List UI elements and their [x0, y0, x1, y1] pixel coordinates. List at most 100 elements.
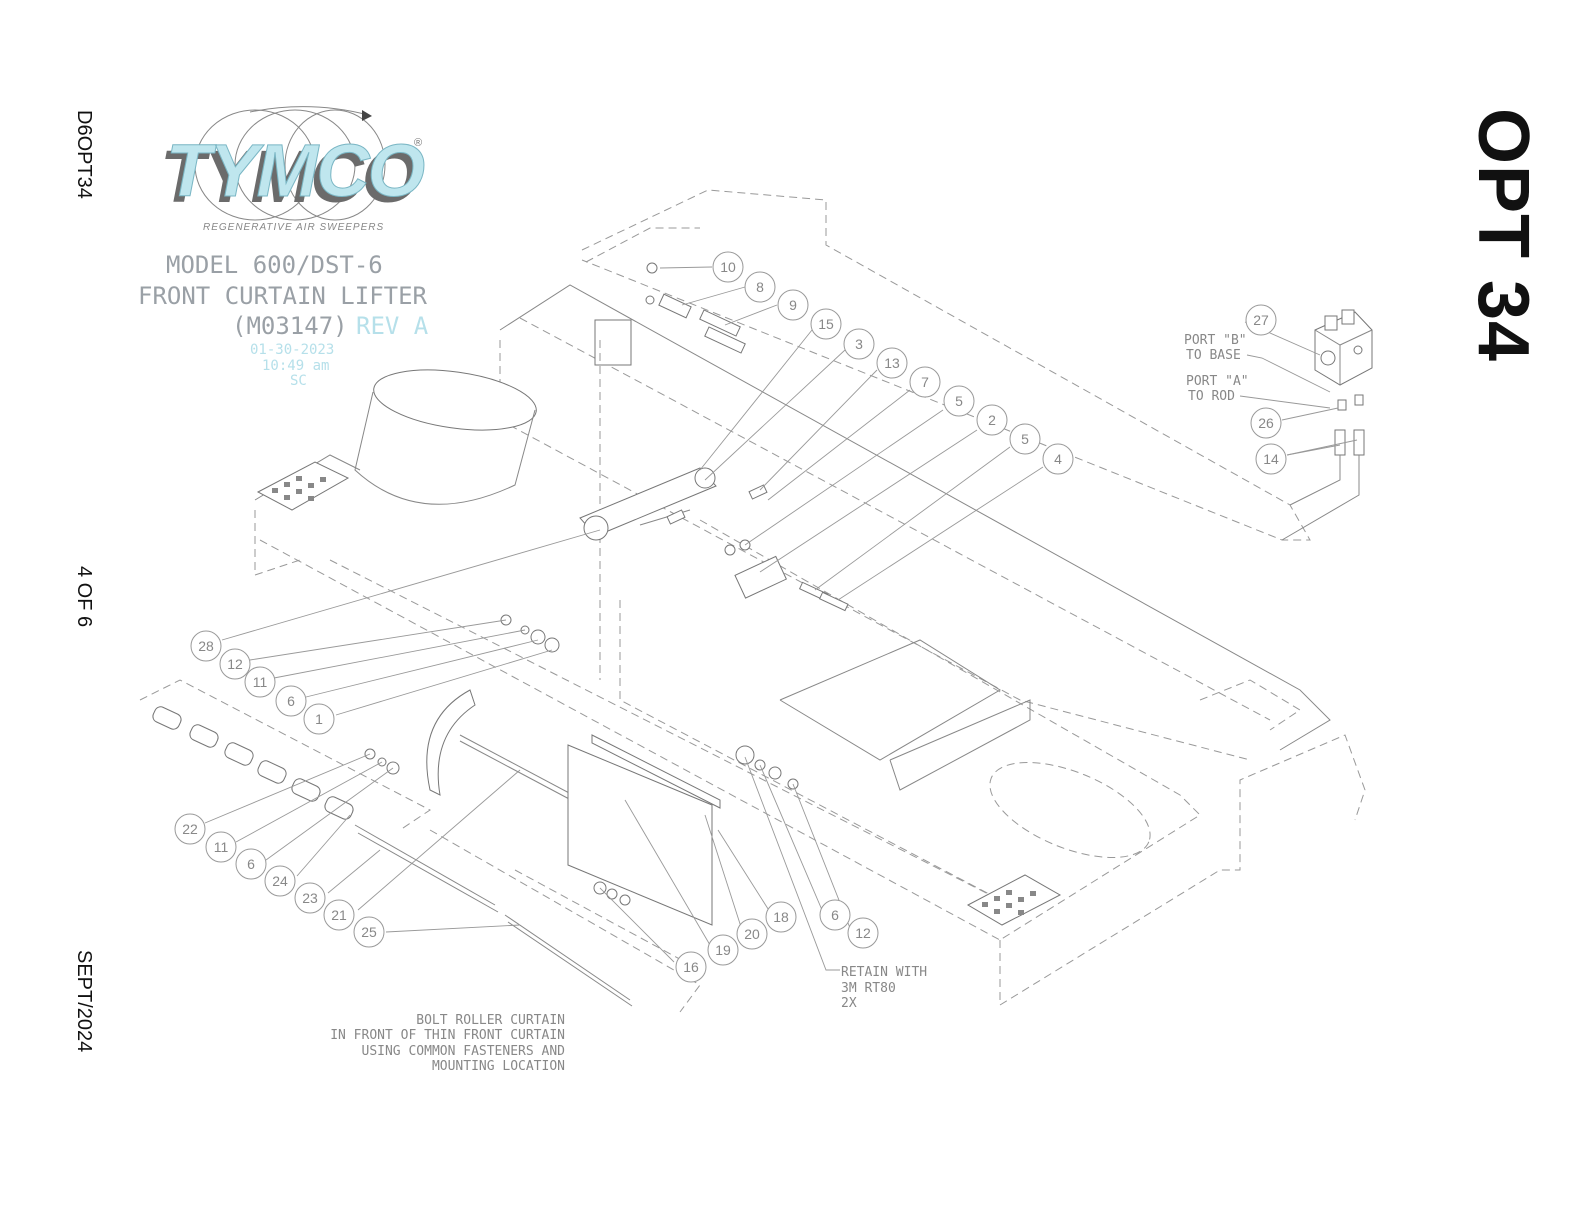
balloon-16: 16	[675, 951, 707, 983]
revision-text: REV A	[356, 312, 429, 340]
svg-text:22: 22	[182, 821, 198, 837]
registered-mark: ®	[414, 137, 422, 149]
balloon-12: 12	[219, 648, 251, 680]
balloon-22: 22	[174, 813, 206, 845]
svg-text:5: 5	[955, 393, 963, 409]
svg-text:6: 6	[831, 907, 839, 923]
balloon-24: 24	[264, 865, 296, 897]
svg-text:PORT "B": PORT "B"	[1184, 333, 1247, 348]
balloon-23: 23	[294, 882, 326, 914]
title-text: FRONT CURTAIN LIFTER	[138, 282, 428, 310]
svg-text:13: 13	[884, 355, 900, 371]
hydraulic-cylinder	[579, 467, 768, 541]
port-b-annotation: PORT "B" TO BASE	[1184, 333, 1247, 363]
svg-text:19: 19	[715, 942, 731, 958]
balloon-2: 2	[976, 404, 1008, 436]
balloon-25: 25	[353, 916, 385, 948]
balloon-18: 18	[765, 901, 797, 933]
svg-text:BOLT ROLLER CURTAIN: BOLT ROLLER CURTAIN	[416, 1013, 565, 1028]
tymco-logo: TYMCO TYMCO ® REGENERATIVE AIR SWEEPERS	[160, 106, 427, 233]
svg-text:24: 24	[272, 873, 288, 889]
balloon-13: 13	[876, 347, 908, 379]
svg-text:3M RT80: 3M RT80	[841, 981, 896, 996]
balloon-21: 21	[323, 899, 355, 931]
svg-text:5: 5	[1021, 431, 1029, 447]
part-number-text: (M03147)	[232, 312, 348, 340]
balloon-5: 5	[943, 385, 975, 417]
svg-text:MOUNTING LOCATION: MOUNTING LOCATION	[432, 1059, 565, 1074]
balloon-5-second: 5	[1009, 423, 1041, 455]
svg-text:12: 12	[855, 925, 871, 941]
balloon-28: 28	[190, 630, 222, 662]
frame-outline	[254, 189, 1366, 1006]
svg-text:PORT "A": PORT "A"	[1186, 374, 1249, 389]
svg-text:20: 20	[744, 926, 760, 942]
svg-text:TO BASE: TO BASE	[1186, 348, 1241, 363]
balloon-8: 8	[744, 271, 776, 303]
balloon-7: 7	[909, 366, 941, 398]
svg-text:6: 6	[247, 856, 255, 872]
balloon-10: 10	[712, 251, 744, 283]
svg-text:26: 26	[1258, 415, 1274, 431]
svg-text:23: 23	[302, 890, 318, 906]
balloon-6: 6	[275, 685, 307, 717]
balloon-6-second: 6	[235, 848, 267, 880]
model-text: MODEL 600/DST-6	[166, 251, 383, 279]
svg-text:USING COMMON FASTENERS AND: USING COMMON FASTENERS AND	[362, 1044, 566, 1059]
svg-text:6: 6	[287, 693, 295, 709]
drawing-date: 01-30-2023	[250, 342, 334, 358]
date-label: SEPT/2024	[73, 950, 95, 1053]
hardware	[364, 539, 849, 790]
balloon-4: 4	[1042, 443, 1074, 475]
svg-text:8: 8	[756, 279, 764, 295]
balloon-11: 11	[244, 666, 276, 698]
balloon-19: 19	[707, 934, 739, 966]
balloon-27: 27	[1245, 304, 1277, 336]
svg-text:11: 11	[253, 674, 268, 690]
svg-text:11: 11	[214, 839, 229, 855]
balloon-12-second: 12	[847, 917, 879, 949]
drawing-time: 10:49 am	[262, 358, 329, 374]
svg-text:2X: 2X	[841, 996, 857, 1011]
drawing-code-label: D6OPT34	[73, 110, 95, 199]
svg-text:14: 14	[1263, 451, 1279, 467]
balloon-6-third: 6	[819, 899, 851, 931]
svg-text:7: 7	[921, 374, 929, 390]
roller-curtain	[139, 679, 701, 1013]
balloon-11-second: 11	[205, 831, 237, 863]
balloon-26: 26	[1250, 407, 1282, 439]
svg-text:IN FRONT OF THIN FRONT CURTAI: IN FRONT OF THIN FRONT CURTAIN	[330, 1028, 565, 1043]
svg-text:28: 28	[198, 638, 214, 654]
retain-annotation: RETAIN WITH 3M RT80 2X	[841, 965, 927, 1011]
svg-text:15: 15	[818, 316, 834, 332]
svg-text:10: 10	[720, 259, 736, 275]
title-block: MODEL 600/DST-6 FRONT CURTAIN LIFTER (M0…	[138, 251, 429, 389]
port-a-annotation: PORT "A" TO ROD	[1186, 374, 1249, 404]
logo-shadow-text: TYMCO	[160, 135, 419, 218]
balloon-20: 20	[736, 918, 768, 950]
logo-tagline: REGENERATIVE AIR SWEEPERS	[203, 222, 384, 233]
balloon-14: 14	[1255, 443, 1287, 475]
svg-text:RETAIN WITH: RETAIN WITH	[841, 965, 927, 980]
svg-text:1: 1	[315, 711, 323, 727]
fittings-top	[645, 262, 746, 354]
svg-text:9: 9	[789, 297, 797, 313]
option-label: OPT 34	[1463, 108, 1543, 363]
balloon-9: 9	[777, 289, 809, 321]
svg-text:25: 25	[361, 924, 377, 940]
balloon-3: 3	[843, 328, 875, 360]
leader-lines	[204, 266, 1358, 971]
drawing-initials: SC	[290, 373, 307, 389]
balloon-15: 15	[810, 308, 842, 340]
logo-brand-text: TYMCO	[166, 129, 425, 212]
svg-text:TO ROD: TO ROD	[1188, 389, 1235, 404]
svg-text:4: 4	[1054, 451, 1062, 467]
svg-text:27: 27	[1253, 312, 1269, 328]
svg-text:18: 18	[773, 909, 789, 925]
valve-block	[1281, 309, 1373, 541]
page-number-label: 4 OF 6	[73, 566, 95, 628]
svg-text:2: 2	[988, 412, 996, 428]
svg-text:3: 3	[855, 336, 863, 352]
svg-text:12: 12	[227, 656, 243, 672]
